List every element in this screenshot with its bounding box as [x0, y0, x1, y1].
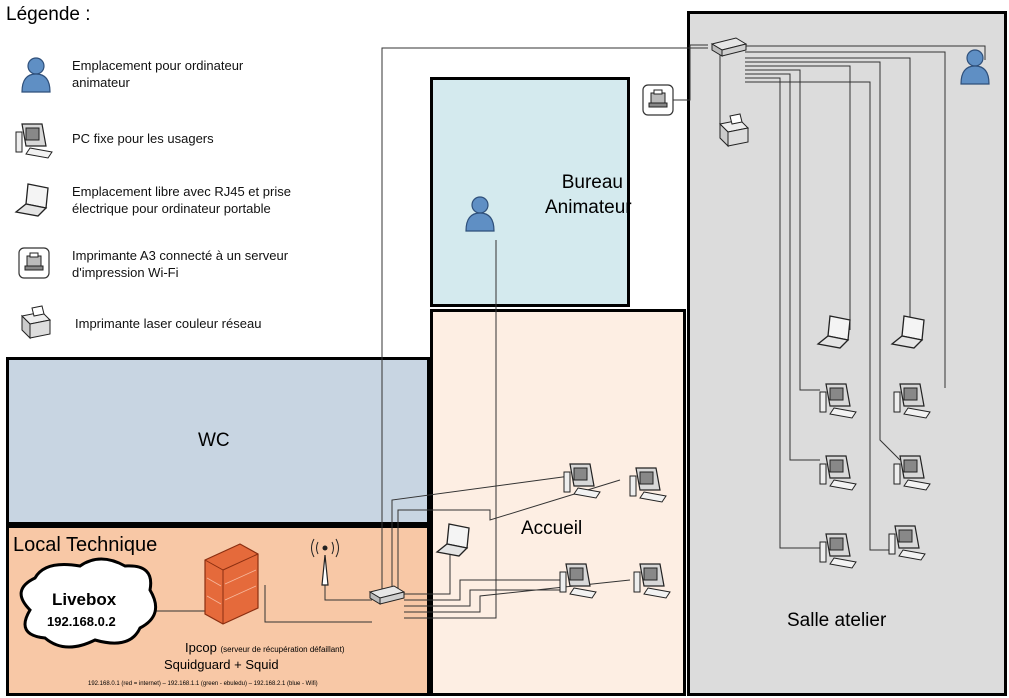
- desktop-pc-icon: [819, 533, 857, 569]
- room-label-bureau: Bureau Animateur: [545, 170, 632, 220]
- person-icon: [465, 196, 495, 232]
- wifi-printer-icon: [18, 247, 50, 279]
- legend-title: Légende :: [6, 4, 91, 25]
- laser-printer-icon: [719, 113, 749, 147]
- legend-item-laptop: Emplacement libre avec RJ45 et prise éle…: [72, 183, 291, 217]
- desktop-pc-icon: [15, 123, 53, 159]
- ipcop-label: Ipcop (serveur de récupération défaillan…: [185, 640, 345, 655]
- legend-text-line: électrique pour ordinateur portable: [72, 201, 271, 216]
- legend-item-wifi-printer: Imprimante A3 connecté à un serveur d'im…: [72, 247, 288, 281]
- laptop-icon: [436, 523, 470, 557]
- person-icon: [21, 57, 51, 93]
- desktop-pc-icon: [819, 455, 857, 491]
- room-label-salle-atelier: Salle atelier: [787, 610, 887, 631]
- legend-text-line: PC fixe pour les usagers: [72, 131, 214, 146]
- room-accueil: [430, 309, 686, 696]
- legend-text-line: animateur: [72, 75, 130, 90]
- livebox-cloud: [19, 557, 158, 649]
- desktop-pc-icon: [888, 525, 926, 561]
- livebox-ip: 192.168.0.2: [47, 614, 116, 629]
- wifi-antenna-icon: [311, 538, 339, 586]
- desktop-pc-icon: [633, 563, 671, 599]
- wifi-printer-icon: [642, 84, 674, 116]
- desktop-pc-icon: [629, 467, 667, 503]
- legend-text-line: Imprimante laser couleur réseau: [75, 316, 262, 331]
- legend-item-desktop: PC fixe pour les usagers: [72, 130, 214, 147]
- desktop-pc-icon: [893, 455, 931, 491]
- legend-text-line: d'impression Wi-Fi: [72, 265, 179, 280]
- laptop-icon: [15, 183, 49, 217]
- legend-item-laser-printer: Imprimante laser couleur réseau: [75, 315, 261, 332]
- proxy-label: Squidguard + Squid: [164, 657, 279, 672]
- room-bureau-animateur: [430, 77, 630, 307]
- room-label-accueil: Accueil: [521, 518, 583, 539]
- room-label-local-technique: Local Technique: [13, 534, 158, 556]
- network-switch-icon: [711, 37, 747, 57]
- desktop-pc-icon: [563, 463, 601, 499]
- laptop-icon: [817, 315, 851, 349]
- room-label-wc: WC: [198, 430, 230, 451]
- ipcop-name: Ipcop: [185, 640, 217, 655]
- network-switch-icon: [369, 585, 405, 605]
- desktop-pc-icon: [819, 383, 857, 419]
- desktop-pc-icon: [559, 563, 597, 599]
- ip-addresses: 192.168.0.1 (red = internet) – 192.168.1…: [88, 681, 318, 687]
- firewall-icon: [204, 543, 259, 625]
- room-label-line: Bureau: [561, 172, 623, 193]
- legend-text-line: Imprimante A3 connecté à un serveur: [72, 248, 289, 263]
- desktop-pc-icon: [893, 383, 931, 419]
- laser-printer-icon: [21, 305, 51, 339]
- room-wc: [6, 357, 430, 525]
- laptop-icon: [891, 315, 925, 349]
- ipcop-note: (serveur de récupération défaillant): [220, 645, 345, 654]
- legend-text-line: Emplacement pour ordinateur: [72, 58, 244, 73]
- livebox-name: Livebox: [52, 590, 117, 609]
- legend-item-animator: Emplacement pour ordinateur animateur: [72, 57, 243, 91]
- room-label-line: Animateur: [545, 197, 632, 218]
- legend-text-line: Emplacement libre avec RJ45 et prise: [72, 184, 291, 199]
- cables: [150, 44, 986, 623]
